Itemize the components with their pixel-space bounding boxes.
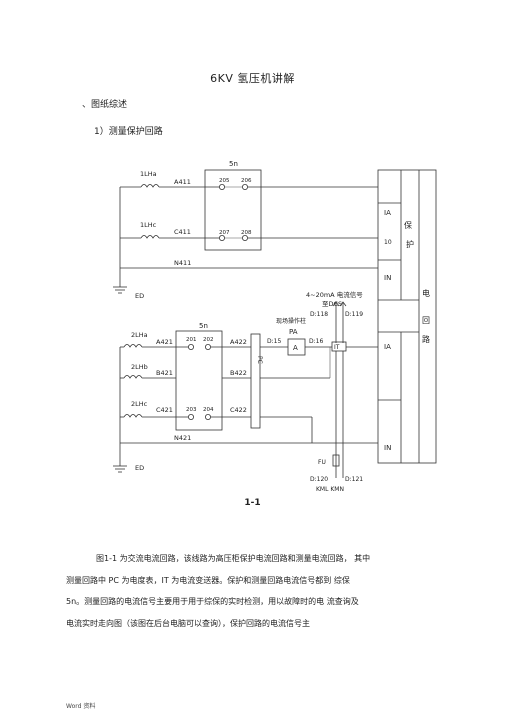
terminal-201: 201 bbox=[186, 337, 197, 343]
ct-2lhc-coil bbox=[123, 414, 143, 418]
table-in-2: IN bbox=[384, 444, 391, 452]
terminal-205: 205 bbox=[219, 178, 230, 184]
protection-device-label: 5n bbox=[229, 160, 238, 168]
paragraph-line: 图1-1 为交流电流回路，该线路为高压柜保护电流回路和测量电流回路， 其中 bbox=[96, 554, 371, 563]
wire-c421: C421 bbox=[156, 406, 173, 414]
terminal-d119: D:119 bbox=[345, 311, 363, 318]
ct-2lhc-label: 2LHc bbox=[131, 400, 148, 408]
wire-n411: N411 bbox=[174, 259, 191, 267]
ct-1lha-coil bbox=[140, 184, 160, 188]
terminal-d121: D:121 bbox=[345, 476, 363, 483]
table-protect-1: 保 bbox=[404, 220, 412, 230]
table-circuit-1: 电 bbox=[422, 288, 430, 298]
terminal-d16: D:16 bbox=[309, 338, 323, 345]
terminal-204: 204 bbox=[203, 407, 214, 413]
body-paragraph: 图1-1 为交流电流回路，该线路为高压柜保护电流回路和测量电流回路， 其中 测量… bbox=[66, 548, 446, 634]
dcs-signal-label: 4~20mA 电流信号 bbox=[306, 290, 363, 299]
subsection-heading: 1）测量保护回路 bbox=[94, 127, 163, 137]
terminal-207: 207 bbox=[219, 230, 230, 236]
wire-a411: A411 bbox=[174, 178, 191, 186]
fuse bbox=[332, 454, 340, 467]
ct-1lhc-label: 1LHc bbox=[140, 221, 157, 229]
paragraph-line: 5n。测量回路的电流信号主要用于用于综保的实时检测，用以故障时的电 流查询及 bbox=[66, 597, 359, 606]
wire-n421: N421 bbox=[174, 434, 191, 442]
protection-device-box bbox=[204, 169, 262, 251]
terminal-d15: D:15 bbox=[267, 338, 281, 345]
pc-meter bbox=[250, 333, 261, 429]
ground-ed-top: ED bbox=[135, 292, 144, 300]
wire-a421: A421 bbox=[156, 338, 173, 346]
paragraph-line: 测量回路中 PC 为电度表，IT 为电流变送器。保护和测量回路电流信号都到 综保 bbox=[66, 575, 350, 585]
pa-label: PA bbox=[289, 328, 298, 336]
measurement-device-label: 5n bbox=[199, 322, 208, 330]
table-in-1: IN bbox=[384, 274, 391, 282]
kml-kmn-label: KML KMN bbox=[316, 486, 344, 493]
ct-1lhc-coil bbox=[140, 235, 160, 239]
measurement-device-box bbox=[175, 330, 223, 431]
table-circuit-2: 回 bbox=[422, 316, 430, 325]
figure-caption: 1-1 bbox=[244, 498, 261, 508]
terminal-208: 208 bbox=[241, 230, 252, 236]
table-circuit-3: 路 bbox=[422, 334, 430, 344]
wire-c422: C422 bbox=[230, 406, 247, 414]
table-ia-2: IA bbox=[384, 343, 391, 351]
ct-2lhb-coil bbox=[123, 375, 143, 379]
transducer-box bbox=[331, 341, 347, 352]
wire-b422: B422 bbox=[230, 369, 247, 377]
terminal-203: 203 bbox=[186, 407, 197, 413]
terminal-202: 202 bbox=[203, 337, 214, 343]
wire-c411: C411 bbox=[174, 228, 191, 236]
ct-1lha-label: 1LHa bbox=[140, 170, 157, 178]
ground-ed-bottom: ED bbox=[135, 464, 144, 472]
paragraph-line: 电流实时走向图（该图在后台电脑可以查询），保护回路的电流信号主 bbox=[66, 618, 310, 628]
field-meter-label: 现场操作柱 bbox=[276, 317, 306, 325]
terminal-206: 206 bbox=[241, 178, 252, 184]
ct-2lha-coil bbox=[123, 344, 143, 348]
wire-b421: B421 bbox=[156, 369, 173, 377]
section-heading: 、图纸综述 bbox=[82, 100, 128, 110]
ct-2lha-label: 2LHa bbox=[131, 331, 148, 339]
page-title: 6KV 氢压机讲解 bbox=[210, 72, 295, 85]
dcs-target-label: 至DCS bbox=[322, 300, 342, 308]
terminal-d120: D:120 bbox=[310, 476, 328, 483]
ammeter-symbol: A bbox=[293, 344, 298, 352]
side-table bbox=[377, 169, 437, 464]
table-ia-sub: 10 bbox=[384, 239, 392, 246]
wire-a422: A422 bbox=[230, 338, 247, 346]
table-protect-2: 护 bbox=[406, 239, 414, 249]
fuse-label: FU bbox=[318, 459, 326, 466]
ct-2lhb-label: 2LHb bbox=[131, 363, 148, 371]
transducer-label: IT bbox=[334, 344, 340, 351]
page-footer: Word 资料 bbox=[66, 703, 96, 710]
terminal-d118: D:118 bbox=[310, 311, 328, 318]
table-ia-1: IA bbox=[384, 209, 391, 217]
pc-label: PC bbox=[256, 356, 263, 364]
